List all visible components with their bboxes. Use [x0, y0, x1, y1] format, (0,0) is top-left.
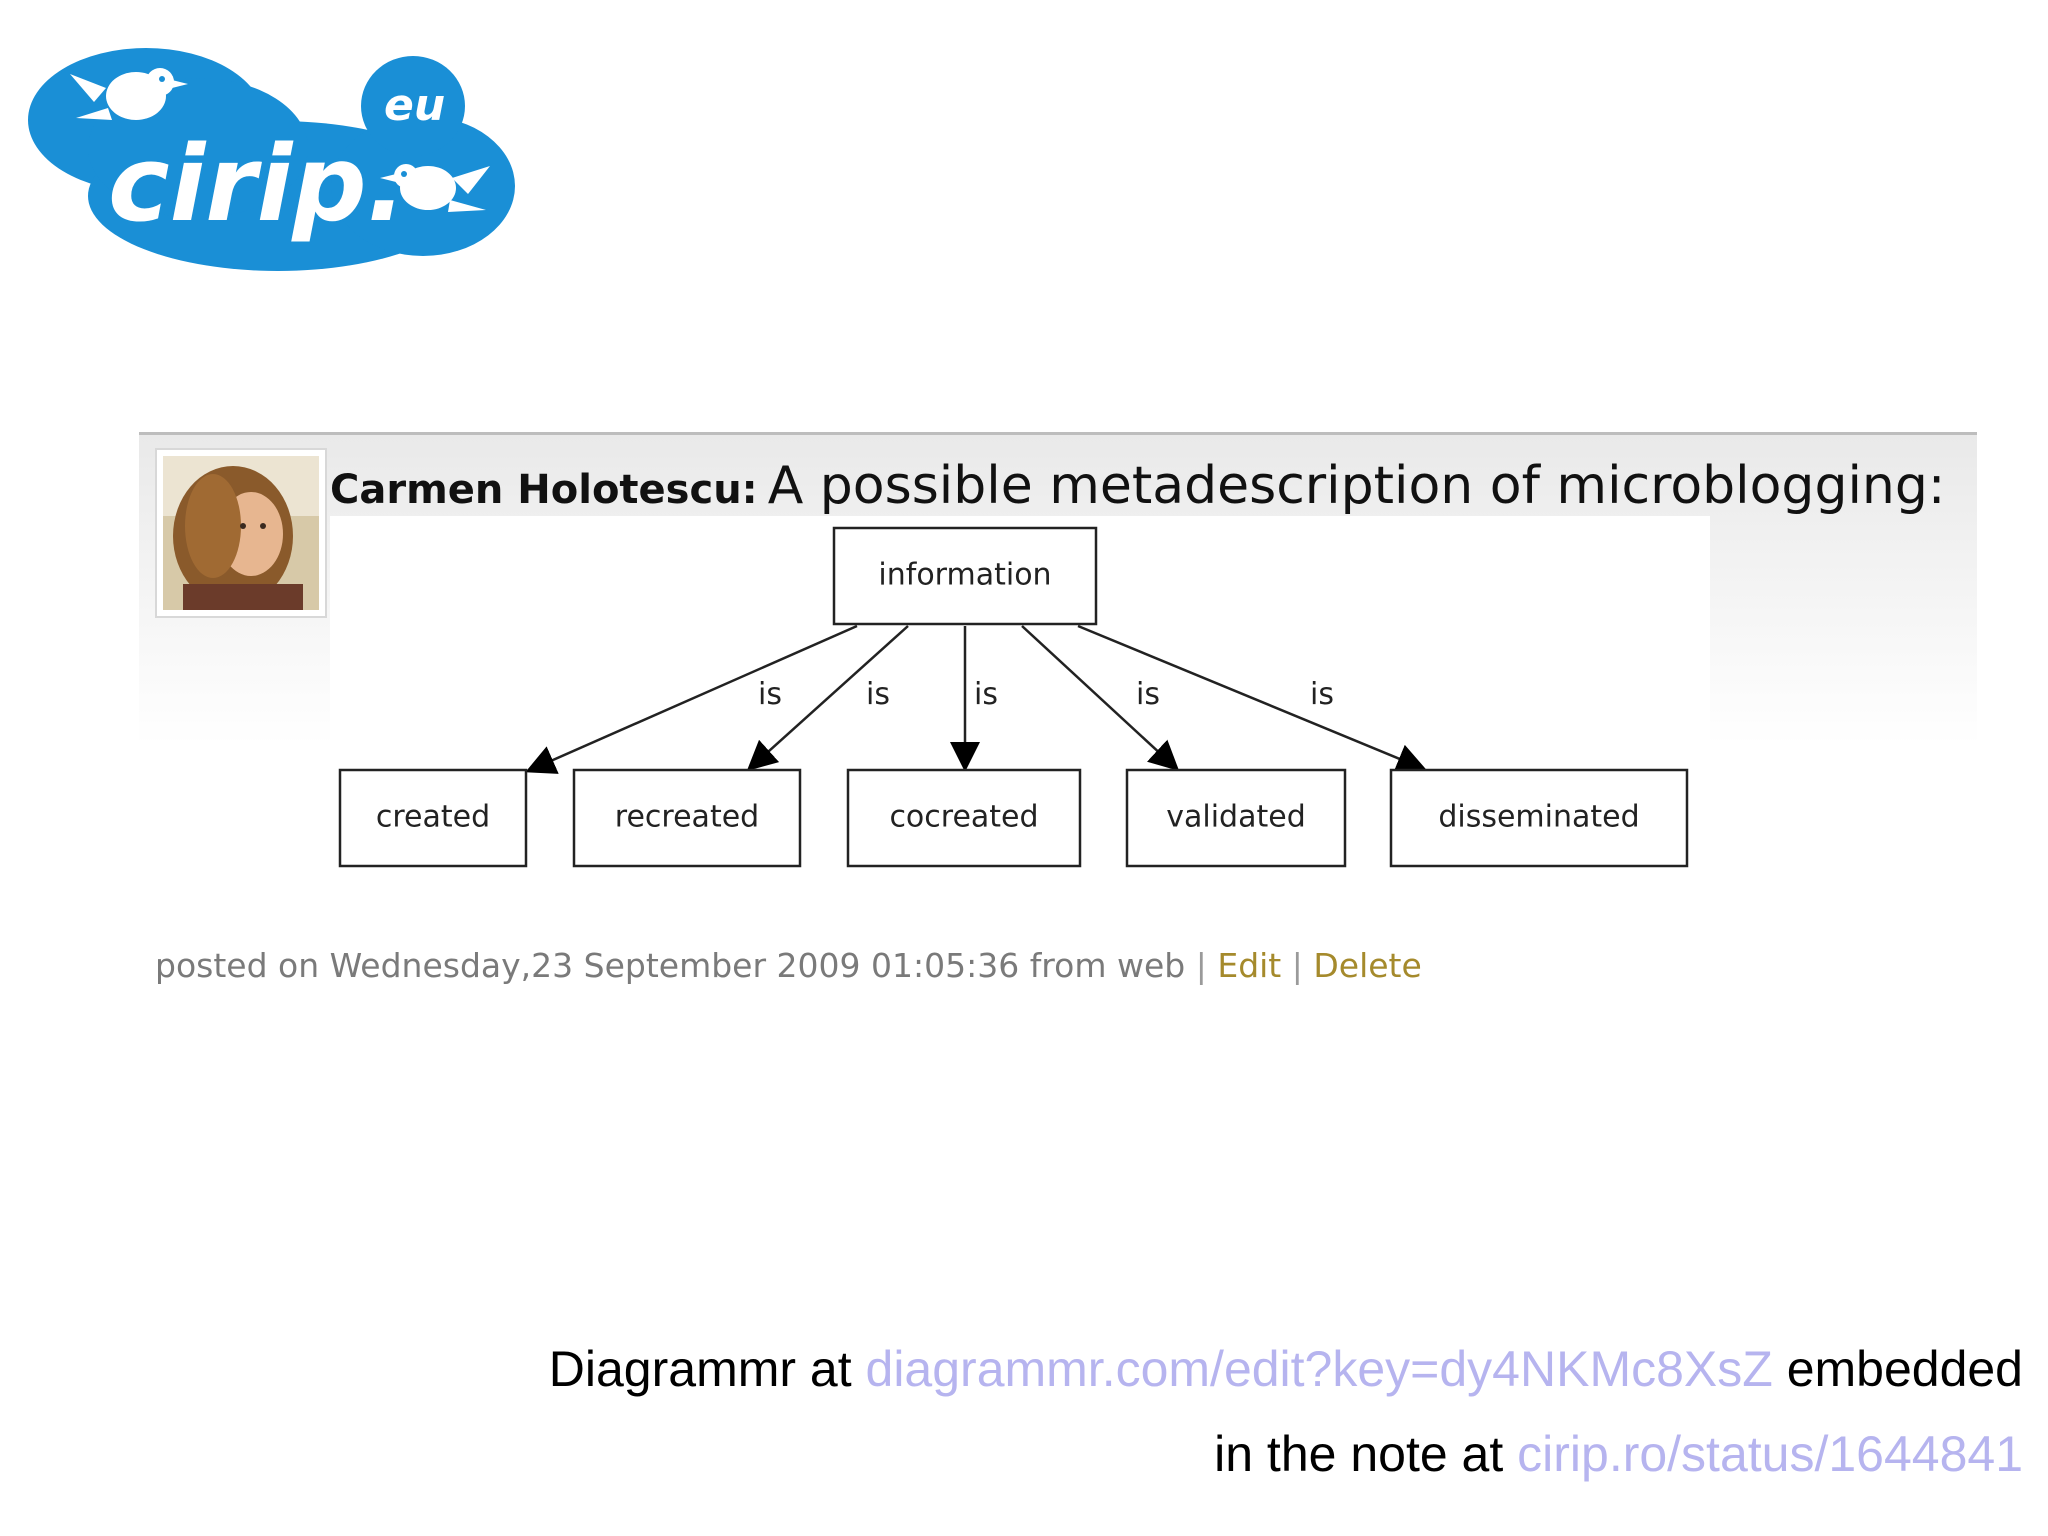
- edge-label-created: is: [758, 677, 782, 712]
- node-validated: validated: [1125, 768, 1347, 868]
- post-author-link[interactable]: Carmen Holotescu:: [330, 467, 758, 513]
- post-text: A possible metadescription of microblogg…: [767, 456, 1946, 516]
- meta-separator: |: [1291, 946, 1303, 985]
- edge-created: [525, 624, 858, 774]
- node-information: information: [832, 526, 1098, 626]
- caption-line-1-prefix: Diagrammr at: [548, 1341, 866, 1397]
- avatar-photo: [163, 456, 319, 610]
- diagram-svg: is is is is is information created recre…: [338, 526, 1689, 868]
- cirip-status-link[interactable]: cirip.ro/status/1644841: [1517, 1426, 2023, 1482]
- edit-link[interactable]: Edit: [1217, 946, 1282, 985]
- edge-validated: [1021, 625, 1180, 772]
- node-recreated-label: recreated: [615, 800, 759, 835]
- cirip-logo-graphic: cirip. eu: [28, 48, 515, 271]
- diagram: is is is is is information created recre…: [330, 516, 1710, 896]
- diagrammr-link[interactable]: diagrammr.com/edit?key=dy4NKMc8XsZ: [865, 1341, 1773, 1397]
- diagram-edges: [525, 624, 1427, 774]
- node-validated-label: validated: [1166, 800, 1306, 835]
- bird-left-icon: [70, 68, 188, 120]
- caption-line-1: Diagrammr at diagrammr.com/edit?key=dy4N…: [549, 1340, 2023, 1398]
- meta-separator: |: [1195, 946, 1207, 985]
- node-cocreated-label: cocreated: [889, 800, 1038, 835]
- node-cocreated: cocreated: [846, 768, 1082, 868]
- avatar[interactable]: [155, 448, 327, 618]
- edge-label-recreated: is: [866, 677, 890, 712]
- edge-label-cocreated: is: [974, 677, 998, 712]
- edge-recreated: [746, 625, 909, 772]
- node-created-label: created: [376, 800, 490, 835]
- delete-link[interactable]: Delete: [1313, 946, 1422, 985]
- caption-line-2: in the note at cirip.ro/status/1644841: [1214, 1425, 2023, 1483]
- logo-main-text: cirip.: [108, 123, 406, 245]
- node-disseminated-label: disseminated: [1438, 800, 1639, 835]
- edge-label-validated: is: [1136, 677, 1160, 712]
- bird-right-icon: [380, 164, 490, 212]
- cirip-logo[interactable]: cirip. eu: [28, 28, 518, 273]
- post-meta: posted on Wednesday,23 September 2009 01…: [155, 946, 1422, 985]
- node-disseminated: disseminated: [1389, 768, 1689, 868]
- edge-label-disseminated: is: [1310, 677, 1334, 712]
- node-created: created: [338, 768, 528, 868]
- edge-disseminated: [1077, 624, 1427, 773]
- caption-line-2-prefix: in the note at: [1214, 1426, 1518, 1482]
- post-timestamp: posted on Wednesday,23 September 2009 01…: [155, 946, 1186, 985]
- caption-line-1-suffix: embedded: [1772, 1341, 2023, 1397]
- post-heading: Carmen Holotescu:A possible metadescript…: [330, 456, 1945, 516]
- node-recreated: recreated: [572, 768, 802, 868]
- node-information-label: information: [878, 558, 1051, 593]
- logo-eu-text: eu: [384, 80, 445, 131]
